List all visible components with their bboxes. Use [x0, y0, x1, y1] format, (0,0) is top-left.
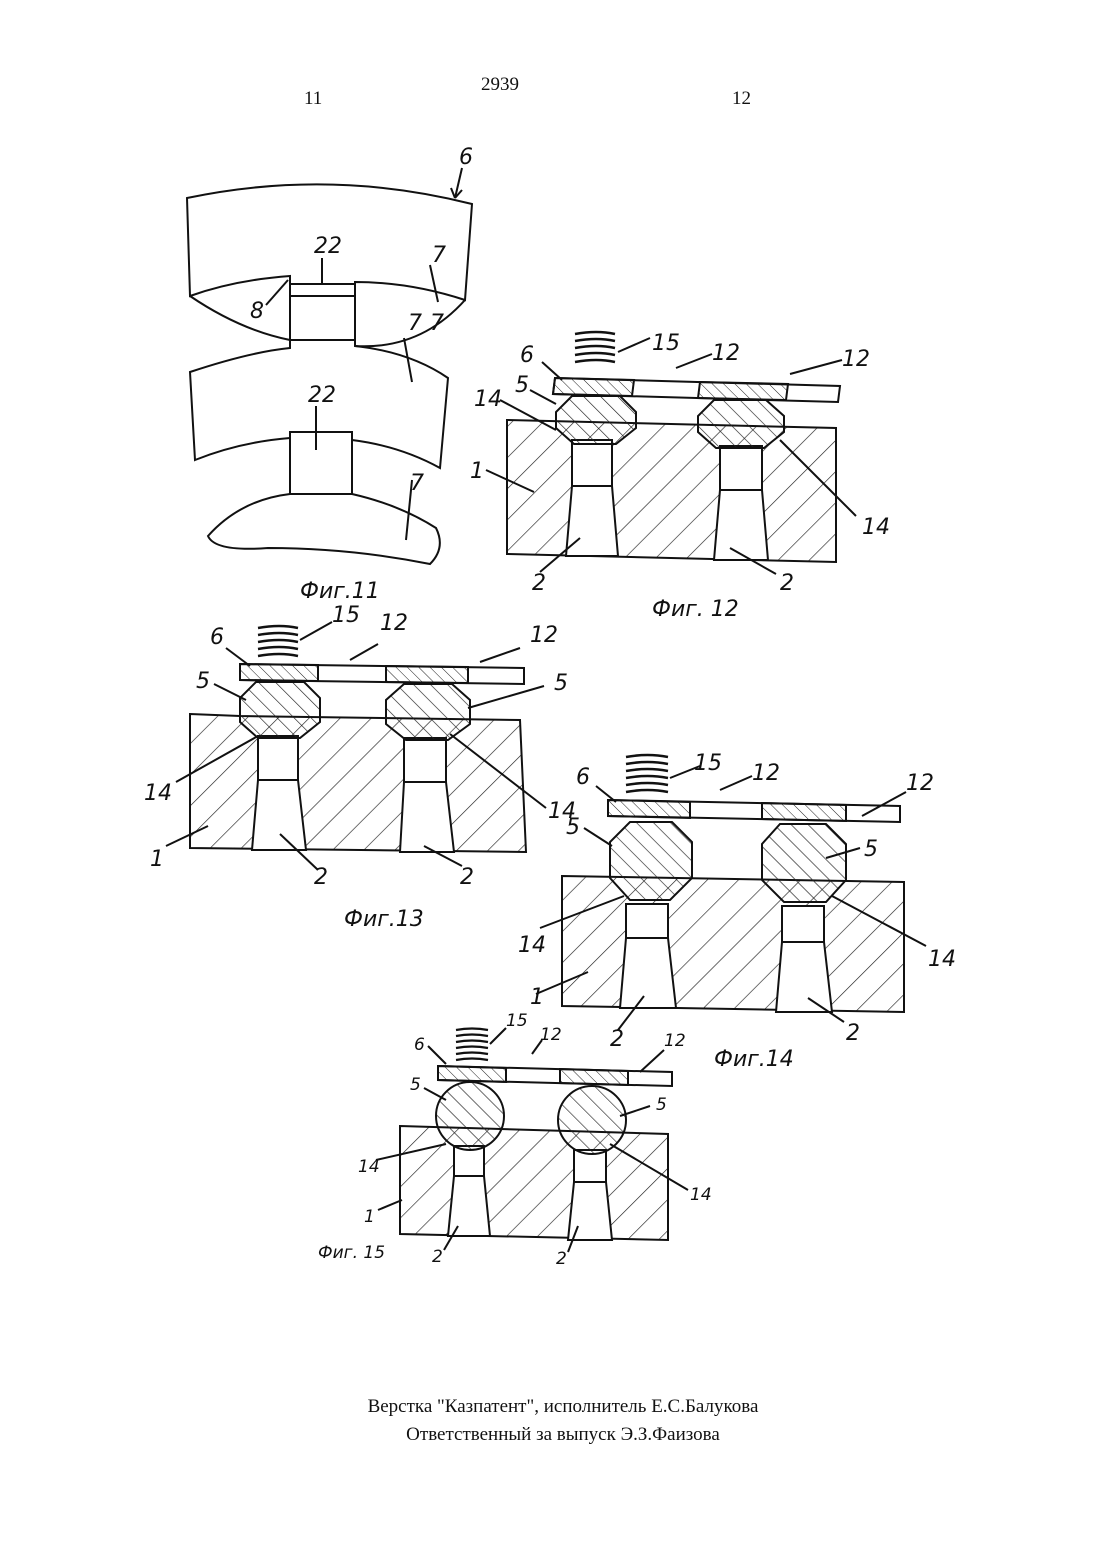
fig12-label-15: 15	[652, 331, 680, 356]
fig13-caption: Фиг.13	[344, 907, 424, 932]
fig11-caption: Фиг.11	[300, 579, 380, 604]
fig11-window-bottom	[290, 432, 352, 494]
fig13-label-12-a: 12	[380, 611, 408, 636]
fig13-label-5-left: 5	[196, 669, 210, 694]
fig15-body	[400, 1126, 668, 1240]
fig12-ball-left	[556, 396, 636, 444]
fig15-label-12-a: 12	[540, 1025, 562, 1045]
fig12-channel-left	[566, 440, 618, 556]
fig14-channel-right	[776, 906, 832, 1012]
fig12-label-14-left: 14	[474, 387, 502, 412]
fig14-ball-right	[762, 824, 846, 902]
fig12-label-2-b: 2	[780, 571, 794, 596]
fig14-label-14-right: 14	[928, 947, 956, 972]
fig11-label-22-top: 22	[314, 234, 342, 259]
fig11-label-22-bottom: 22	[308, 383, 336, 408]
footer-responsible: Ответственный за выпуск Э.З.Фаизова	[0, 1424, 1100, 1446]
fig14-spring	[626, 755, 668, 792]
fig12-label-2-a: 2	[532, 571, 546, 596]
fig15-label-5-right: 5	[656, 1095, 667, 1115]
fig15-label-12-b: 12	[664, 1031, 686, 1051]
fig14-label-5-left: 5	[566, 815, 580, 840]
fig15-caption: Фиг. 15	[318, 1243, 385, 1263]
footer-layout-credit: Верстка "Казпатент", исполнитель Е.С.Бал…	[0, 1396, 1100, 1418]
figure-12	[486, 332, 856, 574]
fig14-body	[562, 876, 904, 1012]
fig11-lower-arc	[190, 296, 290, 340]
fig13-channel-right	[400, 738, 454, 852]
fig12-label-12-a: 12	[712, 341, 740, 366]
fig15-label-14-left: 14	[358, 1157, 380, 1177]
fig14-label-14-left: 14	[518, 933, 546, 958]
fig12-label-12-b: 12	[842, 347, 870, 372]
fig14-label-12-b: 12	[906, 771, 934, 796]
fig15-ball-left	[436, 1082, 504, 1150]
fig12-label-14-right: 14	[862, 515, 890, 540]
fig13-label-2-a: 2	[314, 865, 328, 890]
fig11-bottom-segment	[208, 494, 440, 564]
fig15-channel-right	[568, 1150, 612, 1240]
fig11-window-top	[290, 284, 355, 340]
fig12-channel-right	[714, 446, 768, 560]
fig14-ball-left	[610, 822, 692, 900]
fig15-label-14-right: 14	[690, 1185, 712, 1205]
fig13-label-15: 15	[332, 603, 360, 628]
fig15-label-6: 6	[414, 1035, 425, 1055]
fig11-label-7-a: 7	[430, 311, 444, 336]
fig11-label-8: 8	[250, 299, 264, 324]
fig12-body	[507, 420, 836, 562]
fig13-ball-left	[240, 682, 320, 738]
fig13-label-6: 6	[210, 625, 224, 650]
fig14-caption: Фиг.14	[714, 1047, 794, 1072]
fig12-label-6: 6	[520, 343, 534, 368]
fig12-spring	[575, 332, 615, 362]
fig15-label-2-a: 2	[432, 1247, 443, 1267]
fig13-channel-left	[252, 736, 306, 850]
fig14-channel-left	[620, 904, 676, 1008]
fig12-ball-right	[698, 400, 784, 448]
fig15-spring	[456, 1029, 488, 1061]
fig15-label-5-left: 5	[410, 1075, 421, 1095]
fig13-body	[190, 714, 526, 852]
figure-13	[166, 622, 546, 870]
fig14-label-12-a: 12	[752, 761, 780, 786]
fig14-label-5-right: 5	[864, 837, 878, 862]
fig11-label-6: 6	[459, 145, 473, 170]
fig15-label-15: 15	[506, 1011, 528, 1031]
fig13-label-5-right: 5	[554, 671, 568, 696]
fig12-label-1: 1	[470, 459, 484, 484]
fig12-label-5: 5	[515, 373, 529, 398]
fig14-label-15: 15	[694, 751, 722, 776]
fig14-label-1: 1	[530, 985, 544, 1010]
fig15-label-1: 1	[364, 1207, 375, 1227]
fig11-label-7-b: 7	[408, 311, 422, 336]
fig13-label-1: 1	[150, 847, 164, 872]
fig12-caption: Фиг. 12	[652, 597, 739, 622]
fig11-label-7-c: 7	[432, 243, 446, 268]
fig15-ball-right	[558, 1086, 626, 1154]
fig13-label-2-b: 2	[460, 865, 474, 890]
fig13-ball-right	[386, 684, 470, 740]
fig13-label-12-b: 12	[530, 623, 558, 648]
figure-11	[187, 168, 472, 564]
figure-15	[376, 1028, 688, 1252]
fig14-label-6: 6	[576, 765, 590, 790]
fig14-label-2-b: 2	[846, 1021, 860, 1046]
fig14-label-2-a: 2	[610, 1027, 624, 1052]
fig13-label-14-left: 14	[144, 781, 172, 806]
fig15-channel-left	[448, 1146, 490, 1236]
fig15-label-2-b: 2	[556, 1249, 567, 1269]
fig11-label-7-d: 7	[410, 471, 424, 496]
fig13-spring	[258, 626, 298, 656]
figure-14	[536, 755, 926, 1030]
